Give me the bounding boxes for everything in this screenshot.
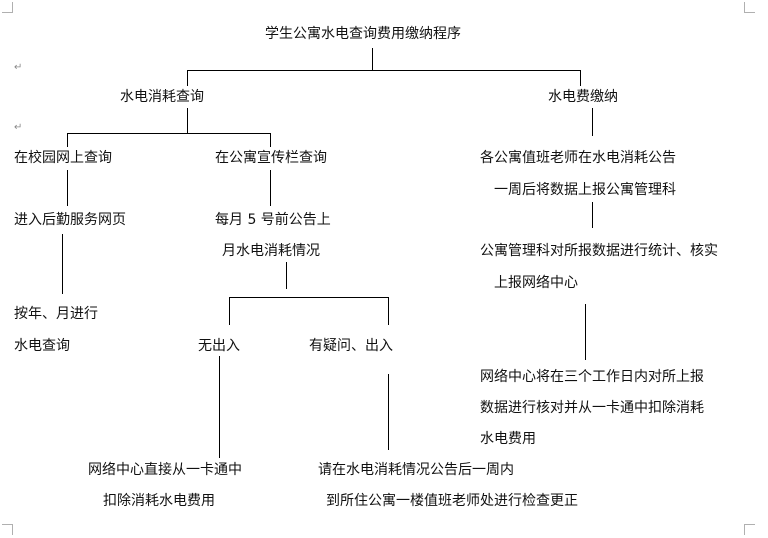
node-duty-teacher-line-2: 一周后将数据上报公寓管理科 bbox=[494, 182, 676, 198]
node-direct-deduct-line-1: 网络中心直接从一卡通中 bbox=[88, 462, 242, 478]
connector bbox=[67, 133, 271, 134]
node-network-line-1: 网络中心将在三个工作日内对所上报 bbox=[480, 369, 704, 385]
node-by-year-month-line-1: 按年、月进行 bbox=[14, 306, 98, 322]
connector bbox=[62, 234, 63, 294]
node-doubt: 有疑问、出入 bbox=[309, 338, 393, 354]
node-network-line-3: 水电费用 bbox=[480, 431, 536, 447]
connector bbox=[187, 70, 188, 86]
corner-mark-top-right bbox=[744, 2, 755, 13]
connector bbox=[187, 70, 581, 71]
node-direct-deduct-line-2: 扣除消耗水电费用 bbox=[103, 493, 215, 509]
node-management-line-2: 上报网络中心 bbox=[494, 275, 578, 291]
connector bbox=[229, 297, 389, 298]
corner-mark-bottom-right bbox=[744, 524, 755, 535]
connector bbox=[592, 202, 593, 228]
connector bbox=[219, 356, 220, 458]
node-logistics-web: 进入后勤服务网页 bbox=[14, 212, 126, 228]
node-duty-teacher-line-1: 各公寓值班老师在水电消耗公告 bbox=[480, 150, 676, 166]
paragraph-mark: ↵ bbox=[14, 62, 23, 73]
connector bbox=[67, 170, 68, 206]
node-announce-line-1: 每月 5 号前公告上 bbox=[215, 212, 331, 228]
node-payment: 水电费缴纳 bbox=[548, 89, 618, 105]
node-verify-line-2: 到所住公寓一楼值班老师处进行检查更正 bbox=[326, 493, 578, 509]
paragraph-mark: ↵ bbox=[14, 122, 23, 133]
node-query: 水电消耗查询 bbox=[120, 89, 204, 105]
connector bbox=[580, 70, 581, 86]
connector bbox=[270, 170, 271, 206]
connector bbox=[585, 304, 586, 360]
node-network-line-2: 数据进行核对并从一卡通中扣除消耗 bbox=[480, 400, 704, 416]
node-announce-line-2: 月水电消耗情况 bbox=[222, 243, 320, 259]
connector bbox=[592, 108, 593, 136]
connector bbox=[372, 48, 373, 70]
connector bbox=[388, 297, 389, 325]
connector bbox=[67, 133, 68, 147]
node-campus-online: 在校园网上查询 bbox=[14, 150, 112, 166]
connector bbox=[388, 374, 389, 450]
connector bbox=[270, 133, 271, 147]
corner-mark-bottom-left bbox=[2, 524, 13, 535]
node-bulletin: 在公寓宣传栏查询 bbox=[215, 150, 327, 166]
node-verify-line-1: 请在水电消耗情况公告后一周内 bbox=[318, 462, 514, 478]
connector bbox=[187, 108, 188, 133]
connector bbox=[286, 262, 287, 289]
connector bbox=[229, 297, 230, 325]
node-by-year-month-line-2: 水电查询 bbox=[14, 338, 70, 354]
diagram-title: 学生公寓水电查询费用缴纳程序 bbox=[265, 26, 461, 42]
node-no-discrepancy: 无出入 bbox=[198, 338, 240, 354]
node-management-line-1: 公寓管理科对所报数据进行统计、核实 bbox=[480, 243, 718, 259]
corner-mark-top-left bbox=[2, 2, 13, 13]
